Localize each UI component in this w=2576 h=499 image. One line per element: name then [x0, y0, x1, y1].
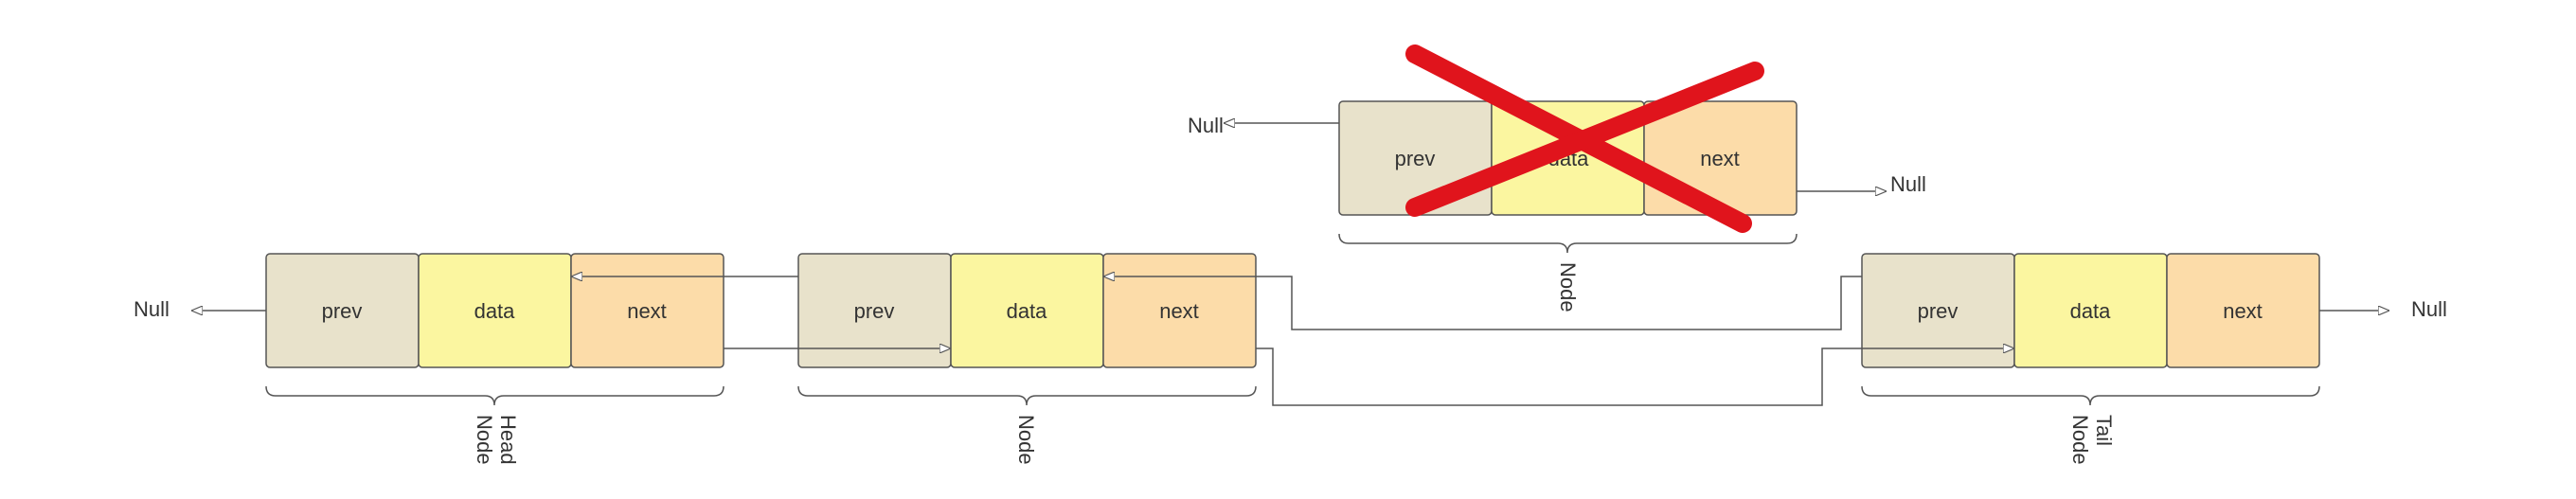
removed-next-null-label: Null [1890, 172, 1926, 196]
tail-caption-line2: Node [2068, 415, 2092, 465]
middle-node: prev data next Node [797, 253, 1257, 465]
head-caption-line2: Node [473, 415, 496, 465]
head-node: prev data next Head Node [265, 253, 724, 465]
head-prev-label: prev [322, 299, 363, 323]
removed-prev-null-label: Null [1188, 114, 1224, 137]
cross-stroke-3 [1405, 62, 1764, 217]
removed-node-brace [1338, 233, 1798, 254]
tail-prev-label: prev [1918, 299, 1959, 323]
removed-caption: Node [1556, 262, 1580, 312]
head-null-label: Null [134, 297, 170, 321]
middle-next-cell [1102, 253, 1257, 368]
middle-node-brace [797, 385, 1257, 406]
head-data-label: data [474, 299, 516, 323]
head-next-label: next [627, 299, 667, 323]
removal-cross-mark [1405, 45, 1764, 233]
middle-next-to-tail-prev-arrow [1256, 348, 2014, 406]
tail-node: prev data next Tail Node [1861, 253, 2320, 465]
tail-caption-line1: Tail [2092, 415, 2116, 446]
tail-node-brace [1861, 385, 2320, 406]
middle-data-label: data [1007, 299, 1048, 323]
middle-caption: Node [1014, 415, 1038, 465]
tail-null-label: Null [2411, 297, 2447, 321]
head-node-brace [265, 385, 724, 406]
head-caption-line1: Head [496, 415, 520, 465]
removed-prev-label: prev [1395, 147, 1436, 170]
tail-data-label: data [2070, 299, 2112, 323]
middle-prev-label: prev [854, 299, 895, 323]
tail-prev-to-middle-next-arrow [1103, 276, 1862, 330]
removed-next-label: next [1700, 147, 1740, 170]
tail-next-label: next [2223, 299, 2263, 323]
head-next-cell [570, 253, 724, 368]
middle-next-label: next [1159, 299, 1199, 323]
